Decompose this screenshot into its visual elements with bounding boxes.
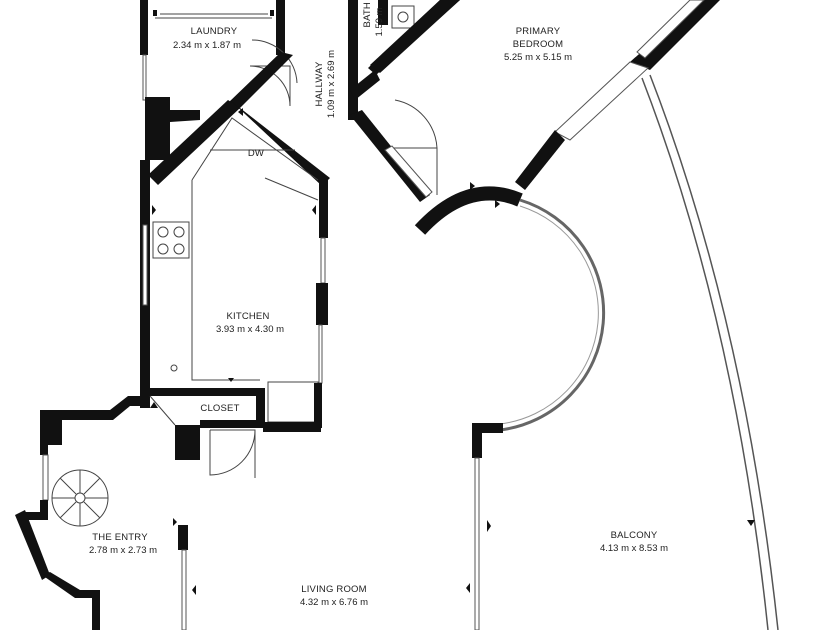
spiral-stair-icon [51,469,109,527]
hallway-label: HALLWAY [314,61,325,107]
entry-label: THE ENTRY [92,532,148,543]
stove-icon [152,221,190,259]
bedroom-label-line1: PRIMARY [516,26,561,37]
curved-wall [414,186,606,630]
hallway-dims: 1.09 m x 2.69 m [326,50,337,118]
laundry-label: LAUNDRY [191,26,238,37]
kitchen-room [140,100,330,423]
closet-label: CLOSET [200,403,239,414]
laundry-room [140,0,285,101]
room-labels: LAUNDRY 2.34 m x 1.87 m HALLWAY 1.09 m x… [89,2,668,608]
door-swing-icon [385,99,438,195]
kitchen-label: KITCHEN [226,311,269,322]
wall-markers [150,108,755,595]
living-room-label: LIVING ROOM [301,584,367,595]
entry-room [15,396,188,630]
bedroom-room [350,0,720,202]
bath-dims: 1.59 m [374,7,385,36]
balcony-edge [641,74,779,630]
balcony-label: BALCONY [611,530,658,541]
dishwasher-label: DW [248,148,264,159]
entry-dims: 2.78 m x 2.73 m [89,545,157,556]
bath-label: BATH [362,2,373,27]
living-room-dims: 4.32 m x 6.76 m [300,597,368,608]
door-swing-icon [209,429,256,478]
hallway-walls [145,52,293,185]
sink-icon [170,364,178,372]
kitchen-dims: 3.93 m x 4.30 m [216,324,284,335]
bedroom-label-line2: BEDROOM [513,39,564,50]
bedroom-dims: 5.25 m x 5.15 m [504,52,572,63]
laundry-dims: 2.34 m x 1.87 m [173,40,241,51]
balcony-dims: 4.13 m x 8.53 m [600,543,668,554]
